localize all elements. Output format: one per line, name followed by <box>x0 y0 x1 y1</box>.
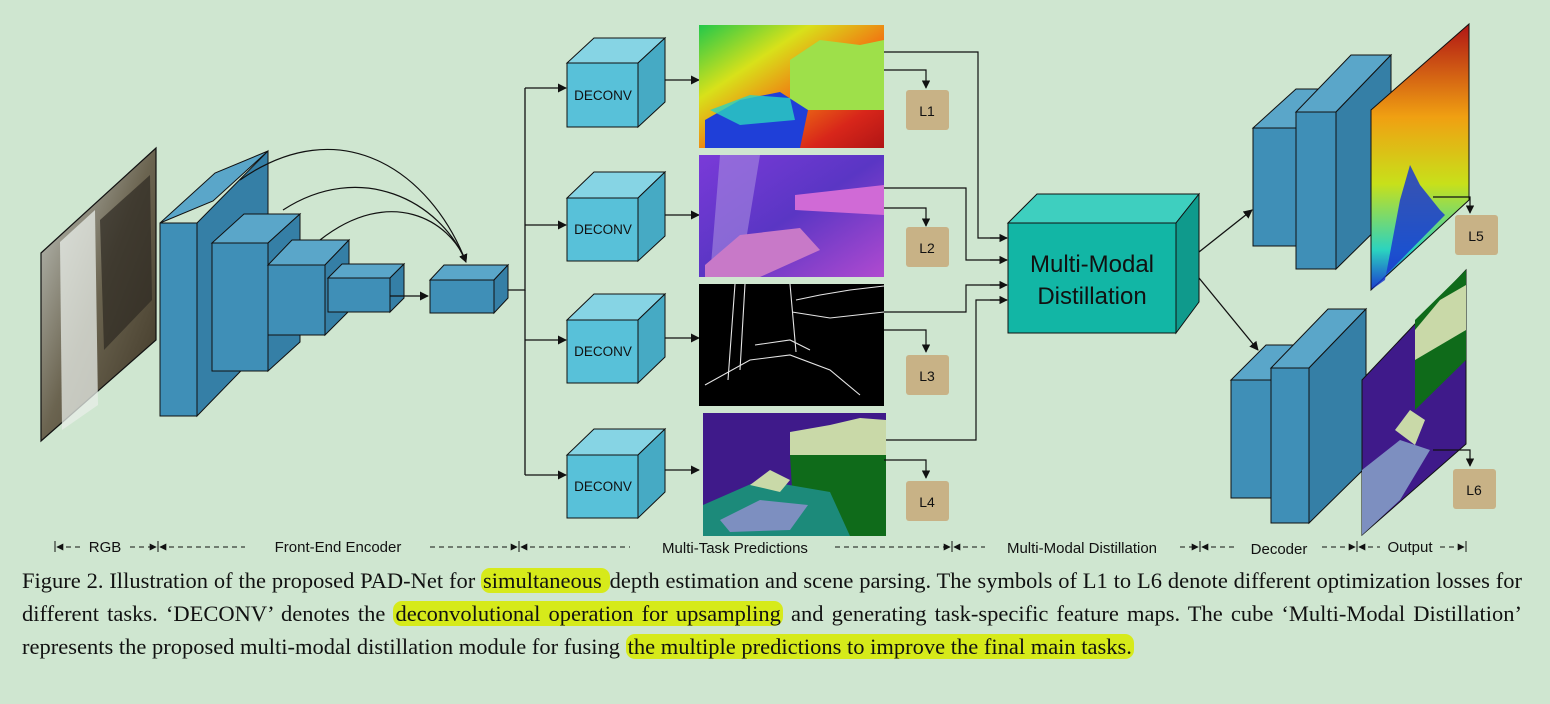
deconv-cube-3: DECONV <box>565 292 667 385</box>
stage-label-decoder: Decoder <box>1251 541 1308 558</box>
loss-box-l1: L1 <box>906 90 949 130</box>
decoder-top <box>1251 53 1393 271</box>
caption-highlight-2: deconvolutional operation for upsampling <box>393 601 783 626</box>
loss-box-l3: L3 <box>906 355 949 395</box>
output-segmentation-map <box>1361 268 1467 537</box>
stage-label-predictions: Multi-Task Predictions <box>662 540 808 557</box>
loss-label: L3 <box>919 368 935 384</box>
loss-label: L1 <box>919 103 935 119</box>
caption-highlight-3: the multiple predictions to improve the … <box>625 634 1134 659</box>
output-depth-map <box>1370 22 1470 292</box>
stage-label-rgb: RGB <box>89 539 122 556</box>
branch-lines <box>508 83 567 480</box>
encoder-block-4 <box>326 262 406 314</box>
loss-box-l4: L4 <box>906 481 949 521</box>
pad-net-diagram: DECONV DECONV DECONV DECONV <box>40 22 1498 558</box>
depth-prediction-map <box>699 25 884 148</box>
figure-caption: Figure 2. Illustration of the proposed P… <box>22 564 1522 663</box>
semantic-segmentation-map <box>703 413 886 536</box>
surface-normal-map <box>699 155 884 277</box>
loss-label: L6 <box>1466 482 1482 498</box>
rgb-input-image <box>40 146 157 443</box>
loss-label: L4 <box>919 494 935 510</box>
stage-label-encoder: Front-End Encoder <box>275 539 402 556</box>
stage-dividers <box>54 541 1467 552</box>
loss-label: L2 <box>919 240 935 256</box>
deconv-label: DECONV <box>574 344 632 359</box>
distillation-label-line2: Distillation <box>1037 283 1146 310</box>
loss-box-l5: L5 <box>1455 215 1498 255</box>
stage-label-distillation: Multi-Modal Distillation <box>1007 540 1157 557</box>
distillation-label-line1: Multi-Modal <box>1030 251 1154 278</box>
deconv-label: DECONV <box>574 222 632 237</box>
loss-box-l6: L6 <box>1453 469 1496 509</box>
deconv-label: DECONV <box>574 479 632 494</box>
skip-connections <box>239 148 468 263</box>
encoder-block-5 <box>428 263 510 315</box>
caption-highlight-1: simultaneous <box>481 568 610 593</box>
multi-modal-distillation-cube: Multi-Modal Distillation <box>1006 192 1201 335</box>
deconv-label: DECONV <box>574 88 632 103</box>
stage-label-output: Output <box>1387 539 1433 556</box>
caption-part-1: Figure 2. Illustration of the proposed P… <box>22 568 482 593</box>
loss-label: L5 <box>1468 228 1484 244</box>
caption-part-2: depth estimation and scene parsing. The … <box>22 568 1522 626</box>
deconv-cube-2: DECONV <box>565 170 667 263</box>
deconv-cube-1: DECONV <box>565 36 667 129</box>
contour-edge-map <box>699 283 885 406</box>
deconv-cube-4: DECONV <box>565 427 667 520</box>
caption-part-3: and generating task-specific feature map… <box>22 601 1523 659</box>
loss-box-l2: L2 <box>906 227 949 267</box>
decoder-bottom <box>1229 307 1368 525</box>
